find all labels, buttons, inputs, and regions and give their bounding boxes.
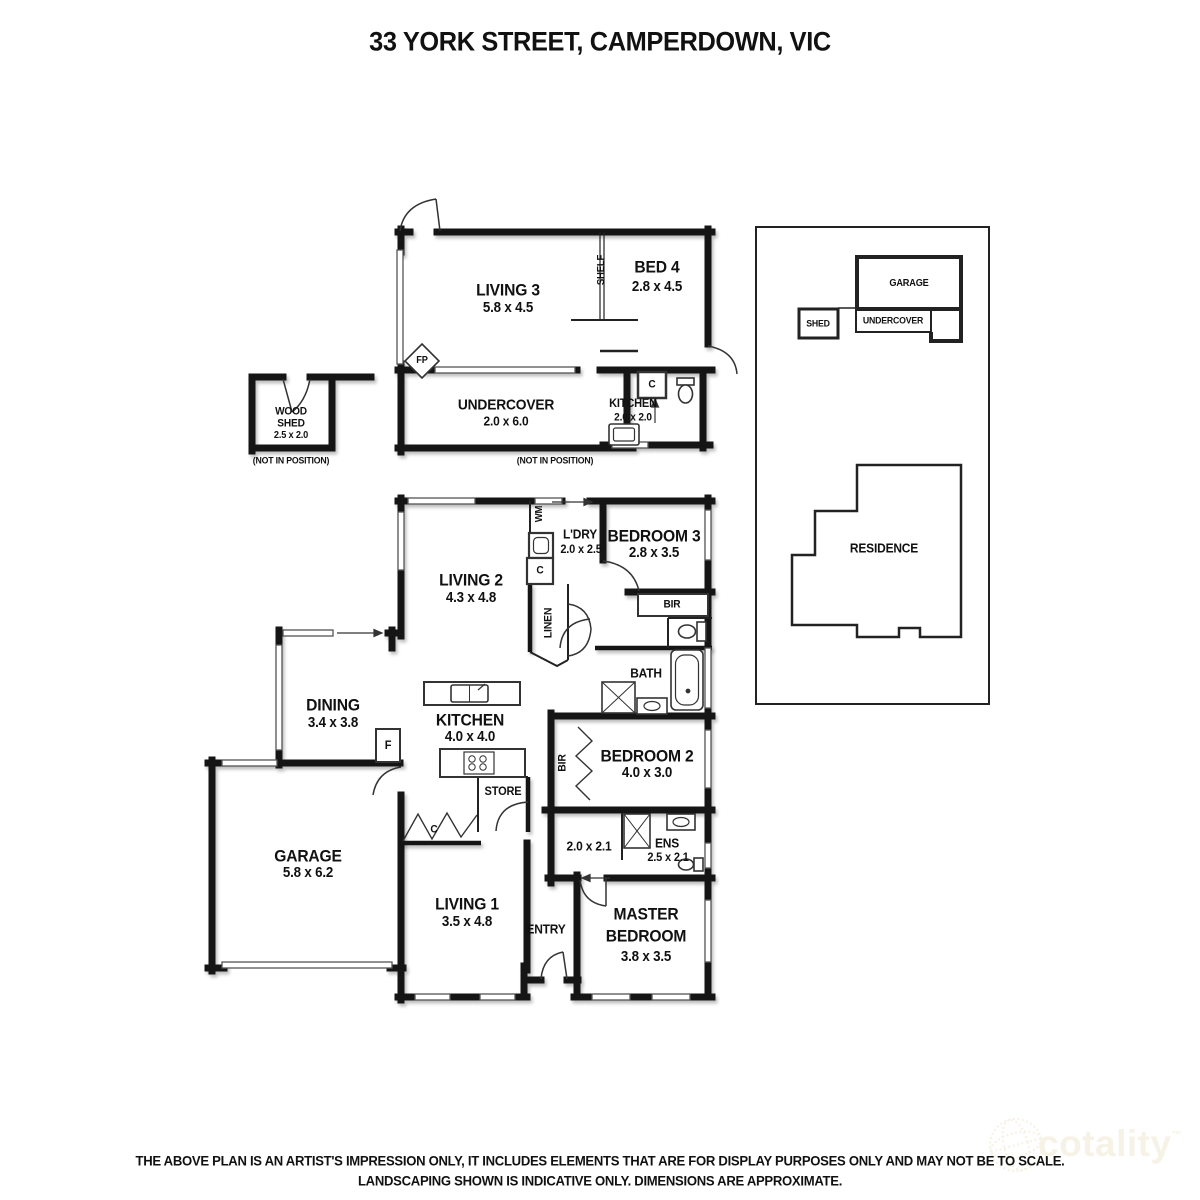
room-label-bedroom2: BEDROOM 2 [600, 746, 694, 766]
disclaimer-line-1: THE ABOVE PLAN IS AN ARTIST'S IMPRESSION… [135, 1153, 1065, 1169]
room-label-living2: LIVING 2 [439, 570, 503, 590]
room-dims-ensuite: 2.5 x 2.1 [647, 850, 689, 864]
not-in-position-label-shed: (NOT IN POSITION) [252, 455, 330, 467]
room-dims-dining: 3.4 x 3.8 [307, 714, 359, 731]
shelf-label: SHELF [596, 254, 607, 286]
shower-icon-ens [623, 813, 651, 849]
room-dims-master: 3.8 x 3.5 [620, 948, 672, 965]
cooktop-icon [439, 748, 526, 778]
room-dims-bed4: 2.8 x 4.5 [631, 278, 683, 295]
shower-icon-bath [601, 681, 636, 714]
site-residence-label: RESIDENCE [849, 540, 919, 556]
linen-label: LINEN [542, 607, 555, 639]
robe-dims: 2.0 x 2.1 [566, 838, 612, 854]
bir-box-bedroom3 [637, 593, 709, 617]
site-shed-label: SHED [806, 318, 830, 330]
not-in-position-label-undercover: (NOT IN POSITION) [516, 455, 594, 467]
room-dims-bedroom3: 2.8 x 3.5 [628, 544, 680, 561]
washing-machine-label: WM [534, 505, 545, 523]
kitchen-island-sink [423, 681, 521, 706]
woodshed-dims: 2.5 x 2.0 [273, 430, 309, 441]
cupboard-label-laundry: C [536, 564, 544, 577]
fireplace-label: FP [416, 355, 428, 366]
room-dims-living1: 3.5 x 4.8 [441, 913, 493, 930]
room-dims-kitchen: 4.0 x 4.0 [444, 728, 496, 745]
sink-icon-upper [608, 423, 640, 446]
room-label-bedroom3: BEDROOM 3 [607, 526, 701, 546]
room-label-undercover: UNDERCOVER [457, 396, 555, 414]
room-label-laundry: L'DRY [562, 526, 598, 542]
windows [221, 249, 712, 1001]
bir-label-bedroom3: BIR [663, 598, 681, 611]
room-label-bed4: BED 4 [634, 257, 680, 277]
room-dims-undercover: 2.0 x 6.0 [483, 413, 529, 429]
room-label-ensuite: ENS [654, 835, 680, 851]
woodshed-label-2: SHED [277, 417, 305, 430]
shelf-divider [599, 232, 605, 319]
cotality-globe-icon [988, 1117, 1044, 1173]
cupboard-label-upper: C [648, 378, 656, 391]
toilet-icon-wc [677, 621, 707, 642]
direction-arrows [337, 397, 660, 883]
site-plan [755, 226, 990, 705]
room-dims-living2: 4.3 x 4.8 [445, 589, 497, 606]
site-garage-label: GARAGE [889, 278, 929, 289]
bathtub-icon [670, 649, 704, 711]
walls-thick [204, 225, 716, 1004]
store-label: STORE [484, 784, 522, 798]
bir-label-bedroom2: BIR [556, 754, 569, 772]
site-shed-outline [797, 307, 840, 340]
sink-icon-ens [666, 813, 696, 831]
fridge-label: F [384, 738, 392, 752]
cupboard-box-laundry [525, 556, 555, 586]
toilet-icon-ens [677, 857, 704, 872]
room-label-dining: DINING [306, 695, 360, 715]
room-label-master-2: BEDROOM [605, 926, 687, 946]
room-dims-bedroom2: 4.0 x 3.0 [621, 764, 673, 781]
room-dims-laundry: 2.0 x 2.5 [560, 542, 602, 556]
room-label-master-1: MASTER [613, 904, 679, 924]
cupboard-box-upper [636, 370, 668, 400]
room-dims-kitchen-upper: 2.0 x 2.0 [614, 411, 652, 424]
room-label-garage: GARAGE [274, 846, 342, 866]
site-undercover-outline [855, 308, 932, 333]
site-garage-extension [929, 309, 963, 343]
site-boundary [755, 226, 990, 705]
cotality-watermark: cotality™ [1038, 1123, 1182, 1165]
room-label-living3: LIVING 3 [476, 280, 540, 300]
trademark-symbol: ™ [1171, 1130, 1183, 1141]
toilet-icon-upper [676, 377, 695, 404]
room-label-kitchen: KITCHEN [435, 710, 505, 730]
fixtures [375, 342, 709, 872]
room-dims-living3: 5.8 x 4.5 [482, 299, 534, 316]
fridge-box [375, 728, 401, 763]
sink-icon-bath [636, 697, 668, 715]
room-label-entry: ENTRY [526, 921, 566, 937]
cotality-brand-text: cotality [1038, 1123, 1172, 1164]
room-label-living1: LIVING 1 [435, 894, 499, 914]
page-title: 33 YORK STREET, CAMPERDOWN, VIC [369, 26, 831, 57]
door-arcs [282, 198, 738, 980]
site-undercover-label: UNDERCOVER [862, 315, 924, 327]
fireplace-icon [403, 342, 441, 380]
walls-medium [401, 584, 712, 846]
woodshed-label-1: WOOD [275, 405, 307, 418]
room-label-bath: BATH [630, 665, 662, 681]
bifold-doors [402, 726, 594, 842]
washing-machine-icon [527, 531, 555, 560]
garage-door [221, 961, 393, 969]
room-dims-garage: 5.8 x 6.2 [282, 864, 334, 881]
cupboard-label-living1: C [430, 823, 438, 836]
site-residence-outline [790, 463, 963, 639]
room-label-kitchen-upper: KITCHEN [609, 396, 657, 410]
disclaimer-line-2: LANDSCAPING SHOWN IS INDICATIVE ONLY. DI… [357, 1173, 843, 1189]
